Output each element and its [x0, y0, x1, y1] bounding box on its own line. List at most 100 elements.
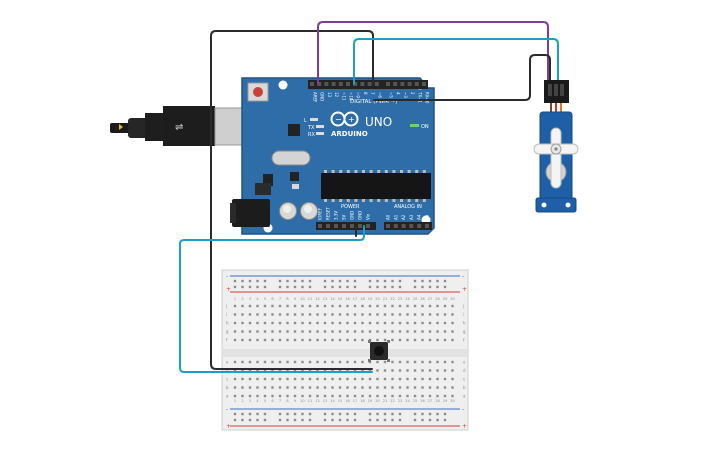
terminal-hole[interactable] — [451, 304, 454, 308]
terminal-hole[interactable] — [361, 394, 364, 398]
rail-hole[interactable] — [413, 418, 417, 422]
terminal-hole[interactable] — [406, 369, 409, 372]
terminal-hole[interactable] — [436, 330, 439, 333]
terminal-hole[interactable] — [301, 377, 304, 381]
terminal-hole[interactable] — [301, 313, 304, 316]
terminal-hole[interactable] — [316, 321, 319, 325]
rail-hole[interactable] — [301, 285, 304, 289]
terminal-hole[interactable] — [248, 369, 252, 372]
terminal-hole[interactable] — [413, 321, 417, 325]
terminal-hole[interactable] — [316, 386, 319, 389]
power-pin[interactable] — [350, 224, 354, 228]
terminal-hole[interactable] — [263, 304, 267, 308]
terminal-hole[interactable] — [398, 321, 402, 325]
terminal-hole[interactable] — [338, 330, 342, 333]
terminal-hole[interactable] — [323, 330, 327, 333]
terminal-hole[interactable] — [256, 330, 259, 333]
terminal-hole[interactable] — [443, 338, 447, 342]
terminal-hole[interactable] — [451, 369, 454, 372]
rail-hole[interactable] — [233, 418, 237, 422]
terminal-hole[interactable] — [278, 338, 282, 342]
terminal-hole[interactable] — [443, 394, 447, 398]
terminal-hole[interactable] — [413, 313, 417, 316]
power-pin[interactable] — [366, 224, 370, 228]
terminal-hole[interactable] — [241, 377, 244, 381]
terminal-hole[interactable] — [278, 394, 282, 398]
terminal-hole[interactable] — [286, 386, 289, 389]
rail-hole[interactable] — [331, 285, 334, 289]
terminal-hole[interactable] — [391, 360, 394, 364]
rail-hole[interactable] — [293, 412, 297, 416]
terminal-hole[interactable] — [241, 369, 244, 372]
terminal-hole[interactable] — [248, 338, 252, 342]
terminal-hole[interactable] — [361, 321, 364, 325]
header-pin[interactable] — [414, 82, 419, 86]
terminal-hole[interactable] — [413, 386, 417, 389]
analog-pin[interactable] — [401, 224, 406, 228]
terminal-hole[interactable] — [323, 386, 327, 389]
terminal-hole[interactable] — [428, 394, 432, 398]
rail-hole[interactable] — [233, 279, 237, 283]
terminal-hole[interactable] — [338, 394, 342, 398]
rail-hole[interactable] — [256, 285, 259, 289]
terminal-hole[interactable] — [316, 330, 319, 333]
terminal-hole[interactable] — [286, 313, 289, 316]
rail-hole[interactable] — [233, 412, 237, 416]
terminal-hole[interactable] — [338, 360, 342, 364]
terminal-hole[interactable] — [241, 386, 244, 389]
terminal-hole[interactable] — [331, 386, 334, 389]
terminal-hole[interactable] — [271, 338, 274, 342]
terminal-hole[interactable] — [278, 330, 282, 333]
rail-hole[interactable] — [293, 418, 297, 422]
terminal-hole[interactable] — [368, 330, 372, 333]
rail-hole[interactable] — [383, 285, 387, 289]
terminal-hole[interactable] — [308, 330, 312, 333]
terminal-hole[interactable] — [286, 321, 289, 325]
terminal-hole[interactable] — [286, 330, 289, 333]
terminal-hole[interactable] — [346, 330, 349, 333]
wire-cyan-button[interactable] — [179, 225, 373, 373]
terminal-hole[interactable] — [241, 304, 244, 308]
rail-hole[interactable] — [256, 412, 259, 416]
rail-hole[interactable] — [383, 412, 387, 416]
rail-hole[interactable] — [263, 412, 267, 416]
terminal-hole[interactable] — [428, 304, 432, 308]
header-pin[interactable] — [353, 82, 358, 86]
header-pin[interactable] — [317, 82, 322, 86]
terminal-hole[interactable] — [323, 394, 327, 398]
terminal-hole[interactable] — [346, 338, 349, 342]
terminal-hole[interactable] — [443, 360, 447, 364]
terminal-hole[interactable] — [278, 377, 282, 381]
terminal-hole[interactable] — [421, 338, 424, 342]
analog-pin[interactable] — [386, 224, 390, 228]
rail-hole[interactable] — [428, 418, 432, 422]
rail-hole[interactable] — [301, 279, 304, 283]
terminal-hole[interactable] — [376, 369, 379, 372]
rail-hole[interactable] — [278, 279, 282, 283]
terminal-hole[interactable] — [361, 386, 364, 389]
terminal-hole[interactable] — [271, 321, 274, 325]
terminal-hole[interactable] — [241, 313, 244, 316]
rail-hole[interactable] — [421, 418, 424, 422]
terminal-hole[interactable] — [331, 330, 334, 333]
terminal-hole[interactable] — [331, 394, 334, 398]
rail-hole[interactable] — [338, 285, 342, 289]
rail-hole[interactable] — [331, 279, 334, 283]
terminal-hole[interactable] — [256, 377, 259, 381]
terminal-hole[interactable] — [286, 369, 289, 372]
terminal-hole[interactable] — [413, 330, 417, 333]
terminal-hole[interactable] — [368, 304, 372, 308]
header-pin[interactable] — [338, 82, 343, 86]
terminal-hole[interactable] — [391, 386, 394, 389]
terminal-hole[interactable] — [316, 377, 319, 381]
terminal-hole[interactable] — [338, 386, 342, 389]
terminal-hole[interactable] — [361, 313, 364, 316]
terminal-hole[interactable] — [323, 369, 327, 372]
rail-hole[interactable] — [286, 412, 289, 416]
analog-pin[interactable] — [393, 224, 398, 228]
terminal-hole[interactable] — [428, 330, 432, 333]
terminal-hole[interactable] — [436, 304, 439, 308]
rail-hole[interactable] — [353, 285, 357, 289]
terminal-hole[interactable] — [413, 338, 417, 342]
